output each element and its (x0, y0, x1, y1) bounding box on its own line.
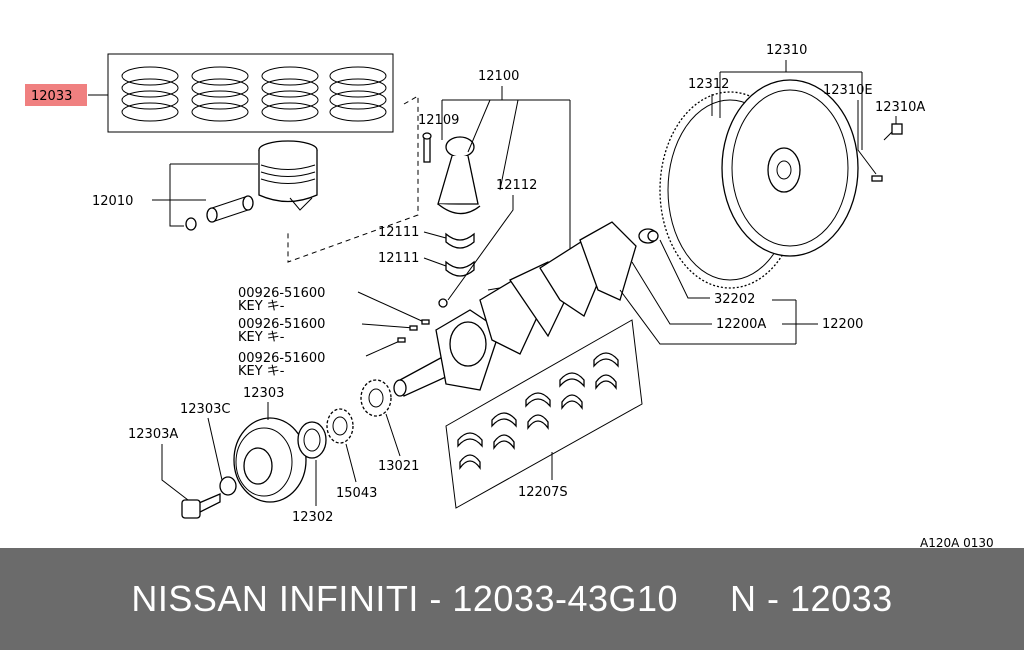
label-rod-nut[interactable]: 12112 (496, 178, 537, 193)
leader-crankshaft (631, 261, 712, 325)
pulley-washer[interactable] (219, 476, 237, 496)
leader-keys (357, 291, 425, 357)
label-key1-name[interactable]: KEY キ- (238, 299, 285, 314)
label-key3-code[interactable]: 00926-51600 (238, 351, 325, 366)
label-pulley-washer[interactable]: 12303C (180, 402, 230, 417)
main-bearing-shell (593, 352, 619, 391)
rod-bolt[interactable] (422, 132, 432, 163)
label-rod-bearing-lower[interactable]: 12111 (378, 251, 419, 266)
leader-flywheel-assembly (719, 60, 863, 150)
piston[interactable] (258, 140, 318, 211)
oil-seal[interactable] (297, 421, 327, 459)
leader-rod-nut (447, 195, 514, 301)
footer-text: NISSAN INFINITI - 12033-43G10 N - 12033 (131, 578, 892, 620)
crank-pulley[interactable] (233, 417, 307, 503)
piston-ring-stack (121, 66, 179, 122)
label-ring-gear[interactable]: 12312 (688, 77, 729, 92)
leader-pilot-bushing (659, 239, 710, 299)
label-gear[interactable]: 15043 (336, 486, 377, 501)
part-title: NISSAN INFINITI - 12033-43G10 (131, 578, 679, 619)
flywheel[interactable] (721, 79, 859, 257)
label-key2-name[interactable]: KEY キ- (238, 330, 285, 345)
footer-bar: NISSAN INFINITI - 12033-43G10 N - 12033 (0, 548, 1024, 650)
main-bearing-set[interactable] (445, 319, 643, 509)
label-main-bearings[interactable]: 12207S (518, 485, 568, 500)
crankshaft[interactable] (393, 221, 658, 397)
label-piston[interactable]: 12010 (92, 194, 133, 209)
dashed-outline (287, 95, 419, 263)
leader-rod-bearings (423, 231, 447, 267)
woodruff-keys[interactable] (397, 319, 430, 343)
label-pilot-bushing[interactable]: 32202 (714, 292, 755, 307)
main-bearing-shell (491, 412, 517, 451)
flywheel-pin[interactable] (871, 175, 883, 182)
rod-nut[interactable] (438, 298, 448, 308)
piston-pin[interactable] (206, 195, 254, 223)
piston-ring-set[interactable] (107, 53, 394, 133)
label-key3-name[interactable]: KEY キ- (238, 364, 285, 379)
main-bearing-shell (457, 432, 483, 471)
label-flywheel-assembly[interactable]: 12310 (766, 43, 807, 58)
label-rod-bolt[interactable]: 12109 (418, 113, 459, 128)
main-bearing-shell (559, 372, 585, 411)
pulley-bolt[interactable] (181, 493, 221, 519)
label-rod-bearing-upper[interactable]: 12111 (378, 225, 419, 240)
piston-clip[interactable] (185, 217, 197, 231)
label-rod-assembly[interactable]: 12100 (478, 69, 519, 84)
piston-ring-stack (261, 66, 319, 122)
leader-flywheel-pin (857, 100, 877, 175)
piston-ring-stack (329, 66, 387, 122)
label-oil-seal[interactable]: 12302 (292, 510, 333, 525)
parts-diagram: 12033 12010 12100 12109 12112 12111 1211… (25, 43, 994, 548)
leader-front-parts (161, 402, 401, 506)
label-pulley[interactable]: 12303 (243, 386, 284, 401)
diagram-code: A120A 0130 (920, 536, 994, 548)
label-crank-assembly[interactable]: 12200 (822, 317, 863, 332)
piston-ring-stack (191, 66, 249, 122)
leader-piston (152, 163, 258, 227)
flywheel-bolt[interactable] (883, 123, 903, 141)
label-crankshaft[interactable]: 12200A (716, 317, 766, 332)
pilot-bushing[interactable] (647, 230, 659, 242)
label-sprocket[interactable]: 13021 (378, 459, 419, 474)
label-flywheel-bolt[interactable]: 12310A (875, 100, 925, 115)
label-pulley-bolt[interactable]: 12303A (128, 427, 178, 442)
highlight-box (25, 84, 87, 106)
crank-sprocket[interactable] (360, 379, 392, 417)
leader-crank-assembly (619, 289, 818, 345)
label-key1-code[interactable]: 00926-51600 (238, 286, 325, 301)
connecting-rod[interactable] (437, 136, 481, 277)
label-flywheel-pin[interactable]: 12310E (823, 83, 873, 98)
main-bearing-shell (525, 392, 551, 431)
crank-gear[interactable] (326, 408, 354, 444)
label-ring-set[interactable]: 12033 (31, 89, 72, 104)
label-key2-code[interactable]: 00926-51600 (238, 317, 325, 332)
part-ref: N - 12033 (730, 578, 893, 619)
